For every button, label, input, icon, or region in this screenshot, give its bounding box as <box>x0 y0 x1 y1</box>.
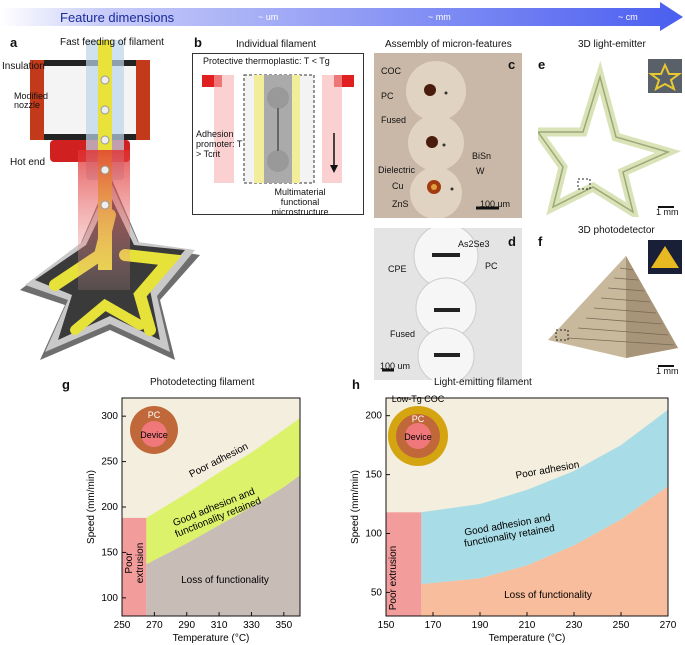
protective-label: Protective thermoplastic: T < Tg <box>203 56 330 66</box>
region-good-adhesion <box>421 409 668 585</box>
panel-d-micrograph <box>374 228 522 380</box>
panel-c-label-coc: COC <box>381 66 401 76</box>
filament-schematic <box>192 53 364 215</box>
panel-f-title: 3D photodetector <box>578 225 655 236</box>
panel-c-title: Assembly of micron-features <box>385 39 512 50</box>
y-tick-label: 250 <box>101 457 118 468</box>
label-poor-extrusion: Poorextrusion <box>124 543 146 584</box>
x-tick-label: 250 <box>114 620 131 631</box>
region-loss-of-functionality <box>146 475 300 616</box>
x-tick-label: 290 <box>178 620 195 631</box>
panel-c-label-w: W <box>476 166 485 176</box>
panel-c-label-bisn: BiSn <box>472 151 492 161</box>
adhesion-promoter-label: Adhesion promoter: T > Tcrit <box>196 129 243 159</box>
panel-d-label-fused: Fused <box>390 329 416 339</box>
y-tick-label: 100 <box>365 529 382 540</box>
label-poor-extrusion: Poor extrusion <box>388 546 399 610</box>
inset-inner-label: Device <box>140 430 168 440</box>
label-loss-of-functionality: Loss of functionality <box>181 575 269 586</box>
panel-c-label-dielectric: Dielectric <box>378 165 416 175</box>
label-loss-of-functionality: Loss of functionality <box>504 590 592 601</box>
panel-h-letter: h <box>352 377 360 392</box>
insulation-label: Insulation <box>2 61 45 72</box>
chart-h: 150 170 190 210 230 250 270 50 100 150 200Temperat… <box>350 394 677 644</box>
y-axis-label: Speed (mm/min) <box>86 470 97 544</box>
inset-inner <box>405 423 431 449</box>
x-axis-label: Temperature (°C) <box>173 633 250 644</box>
region-good-adhesion <box>146 417 300 565</box>
region-poor-extrusion <box>386 512 422 616</box>
x-tick-label: 330 <box>243 620 260 631</box>
panel-a-letter: a <box>10 35 18 50</box>
x-tick-label: 310 <box>211 620 228 631</box>
y-tick-label: 150 <box>101 547 118 558</box>
panel-c-label-zns: ZnS <box>392 199 409 209</box>
panel-c-label-fused: Fused <box>381 115 407 125</box>
inset-inner <box>141 421 167 447</box>
panel-d-label-as2se3: As2Se3 <box>458 239 490 249</box>
x-tick-label: 270 <box>660 620 677 631</box>
panel-c-label-pc: PC <box>381 91 394 101</box>
panel-c-label-cu: Cu <box>392 181 404 191</box>
x-tick-label: 170 <box>425 620 442 631</box>
panel-c-letter: c <box>508 57 516 72</box>
panel-c-micrograph <box>374 53 522 218</box>
multimaterial-label: Multimaterial functional microstructure <box>271 187 329 217</box>
scale-cm: ~ cm <box>618 12 638 22</box>
panel-e-scale: 1 mm <box>656 207 679 217</box>
x-tick-label: 150 <box>378 620 395 631</box>
pyramid-photodetector <box>548 240 682 367</box>
panel-e-letter: e <box>538 57 546 72</box>
region-loss-of-functionality <box>421 486 668 616</box>
x-tick-label: 350 <box>275 620 292 631</box>
panel-e-title: 3D light-emitter <box>578 39 646 50</box>
panel-d-scale: 100 um <box>380 361 411 371</box>
fast-feeding-label: Fast feeding of filament <box>60 37 164 48</box>
panel-f-scale: 1 mm <box>656 366 679 376</box>
panel-c-scale: 100 um <box>480 199 511 209</box>
inset-outer-label: Low-Tg COC <box>392 394 445 404</box>
panel-d-letter: d <box>508 234 516 249</box>
inset-middle-label: PC <box>412 414 425 424</box>
scale-mm: ~ mm <box>428 12 451 22</box>
y-axis-label: Speed (mm/min) <box>350 470 361 544</box>
x-axis-label: Temperature (°C) <box>489 633 566 644</box>
y-tick-label: 200 <box>365 411 382 422</box>
inset-inner-label: Device <box>404 432 432 442</box>
x-tick-label: 190 <box>472 620 489 631</box>
y-tick-label: 200 <box>101 502 118 513</box>
y-tick-label: 150 <box>365 470 382 481</box>
inset-outer-label: PC <box>148 410 161 420</box>
panel-b-letter: b <box>194 35 202 50</box>
chart-g-title: Photodetecting filament <box>150 377 255 388</box>
feature-dimensions-arrow <box>0 2 683 31</box>
y-tick-label: 300 <box>101 411 118 422</box>
x-tick-label: 230 <box>566 620 583 631</box>
x-tick-label: 210 <box>519 620 536 631</box>
panel-b-title: Individual filament <box>236 39 317 50</box>
panel-d-label-pc: PC <box>485 261 498 271</box>
hot-end-label: Hot end <box>10 157 46 168</box>
modified-nozzle-label: Modified nozzle <box>14 91 49 110</box>
chart-g: 250 270 290 310 330 350 100 150 200 250 300Tempera… <box>86 397 301 644</box>
panel-f-letter: f <box>538 234 543 249</box>
region-poor-extrusion <box>122 517 147 616</box>
y-tick-label: 100 <box>101 593 118 604</box>
x-tick-label: 250 <box>613 620 630 631</box>
panel-g-letter: g <box>62 377 70 392</box>
star-light-emitter <box>538 59 682 217</box>
scale-um: ~ um <box>258 12 279 22</box>
chart-h-title: Light-emitting filament <box>434 377 532 388</box>
x-tick-label: 270 <box>146 620 163 631</box>
nozzle-illustration <box>20 40 200 360</box>
y-tick-label: 50 <box>371 587 383 598</box>
banner-title: Feature dimensions <box>60 10 175 25</box>
panel-d-label-cpe: CPE <box>388 264 407 274</box>
